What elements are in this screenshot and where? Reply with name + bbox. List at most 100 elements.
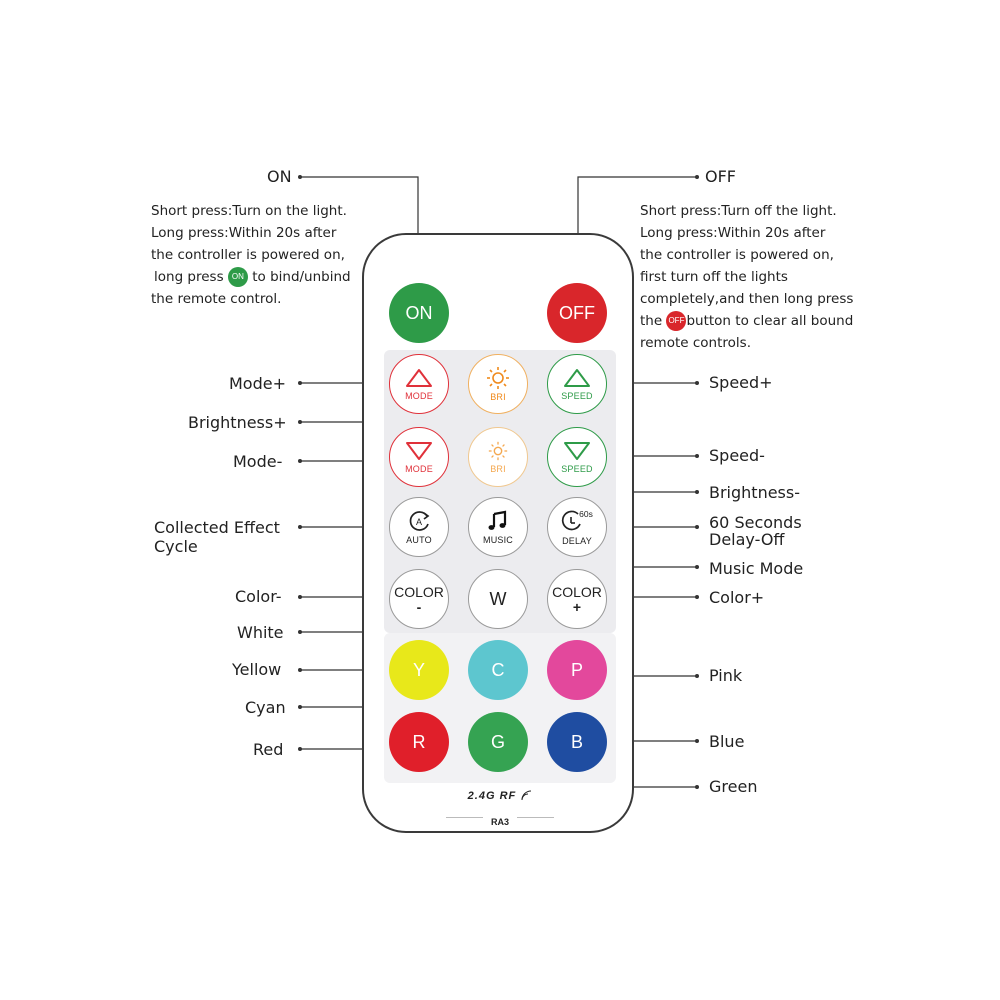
delay-button[interactable]: 60s DELAY [547,497,607,557]
off-note: Short press:Turn off the light. Long pre… [640,200,853,354]
on-note-line-4: long press ON to bind/unbind [151,266,351,288]
rf-brand-text: 2.4G RF [467,790,517,802]
label-music-mode: Music Mode [709,559,804,578]
label-red: Red [253,740,284,759]
pink-button-label: P [570,659,583,680]
label-delay-2: Delay-Off [709,530,785,549]
triangle-up-icon [564,369,590,387]
mode-plus-label: MODE [405,391,433,401]
on-button-label: ON [405,302,433,323]
label-white: White [237,623,284,642]
green-button-label: G [490,731,505,752]
blue-button[interactable]: B [547,712,607,772]
model-label: RA3 [364,812,636,830]
off-note-line-3: the controller is powered on, [640,247,834,263]
color-plus-text: COLOR [552,583,602,600]
blue-button-label: B [570,731,583,752]
white-button[interactable]: W [468,569,528,629]
off-note-line-4: first turn off the lights [640,269,788,285]
auto-badge: A [416,517,422,527]
cyan-button[interactable]: C [468,640,528,700]
off-pill-icon: OFF [666,311,687,331]
model-label-text: RA3 [482,817,517,827]
timer-icon: 60s [561,509,593,531]
speed-minus-label: SPEED [561,464,593,474]
on-note-line-5: the remote control. [151,291,282,307]
auto-button[interactable]: A AUTO [389,497,449,557]
on-note-line-2: Long press:Within 20s after [151,225,337,241]
label-pink: Pink [709,666,743,685]
mode-minus-button[interactable]: MODE [389,427,449,487]
on-note-line-1: Short press:Turn on the light. [151,203,347,219]
label-delay-1: 60 Seconds [709,513,802,532]
yellow-button-label: Y [412,659,425,680]
triangle-down-icon [564,442,590,460]
label-off: OFF [705,167,736,186]
delay-label: DELAY [562,536,592,546]
minus-symbol: - [416,598,422,615]
green-button[interactable]: G [468,712,528,772]
mode-plus-button[interactable]: MODE [389,354,449,414]
brightness-minus-label: BRI [490,464,506,474]
label-speed-minus: Speed- [709,446,765,465]
speed-plus-button[interactable]: SPEED [547,354,607,414]
on-note-line-4-post: to bind/unbind [252,269,351,285]
auto-label: AUTO [406,535,432,545]
off-note-line-7: remote controls. [640,335,751,351]
on-note-line-4-pre: long press [154,269,224,285]
auto-cycle-icon: A [409,511,430,531]
label-color-minus: Color- [235,587,282,606]
off-note-line-6-post: button to clear all bound [686,313,854,329]
label-cyan: Cyan [245,698,286,717]
label-on: ON [267,167,292,186]
color-minus-button[interactable]: COLOR - [389,569,449,629]
on-note: Short press:Turn on the light. Long pres… [151,200,351,310]
on-note-line-3: the controller is powered on, [151,247,345,263]
label-color-plus: Color+ [709,588,765,607]
label-mode-minus: Mode- [233,452,283,471]
on-pill-icon: ON [227,267,248,287]
speed-minus-button[interactable]: SPEED [547,427,607,487]
triangle-up-icon [406,369,432,387]
cyan-button-label: C [491,659,505,680]
label-green: Green [709,777,758,796]
color-plus-button[interactable]: COLOR + [547,569,607,629]
label-collected-2: Cycle [154,537,198,556]
rf-brand: 2.4G RF [364,790,636,802]
sun-icon [488,441,508,461]
off-note-line-1: Short press:Turn off the light. [640,203,837,219]
pink-button[interactable]: P [547,640,607,700]
off-button-label: OFF [559,302,595,323]
label-yellow: Yellow [232,660,282,679]
music-note-icon [488,510,507,530]
on-button[interactable]: ON [389,283,449,343]
remote-control: ON OFF MODE BRI SPEED MODE BRI SPEED A A… [362,233,634,833]
brightness-plus-label: BRI [490,392,506,402]
label-speed-plus: Speed+ [709,373,773,392]
color-minus-text: COLOR [394,583,444,600]
red-button[interactable]: R [389,712,449,772]
off-note-line-6-pre: the [640,313,663,329]
red-button-label: R [412,731,426,752]
plus-symbol: + [572,598,582,615]
wireless-signal-icon [521,790,532,801]
label-brightness-minus: Brightness- [709,483,800,502]
label-blue: Blue [709,732,745,751]
off-note-line-5: completely,and then long press [640,291,854,307]
white-button-label: W [489,588,507,609]
brightness-plus-button[interactable]: BRI [468,354,528,414]
label-mode-plus: Mode+ [229,374,286,393]
yellow-button[interactable]: Y [389,640,449,700]
delay-badge: 60s [579,509,593,519]
music-button[interactable]: MUSIC [468,497,528,557]
off-note-line-2: Long press:Within 20s after [640,225,826,241]
label-brightness-plus: Brightness+ [188,413,287,432]
brightness-minus-button[interactable]: BRI [468,427,528,487]
triangle-down-icon [406,442,432,460]
mode-minus-label: MODE [405,464,433,474]
sun-icon [487,367,509,389]
speed-plus-label: SPEED [561,391,593,401]
off-button[interactable]: OFF [547,283,607,343]
music-label: MUSIC [483,535,513,545]
